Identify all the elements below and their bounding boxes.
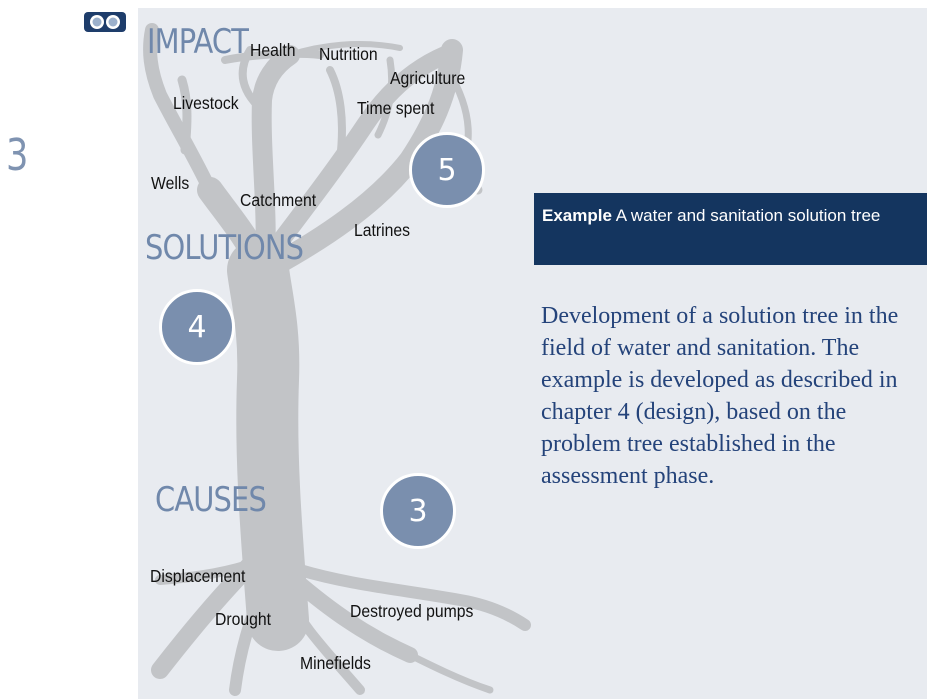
example-caption-box: Example A water and sanitation solution … (534, 193, 927, 265)
page-number: 3 (6, 130, 29, 181)
label-displacement: Displacement (150, 566, 246, 586)
trunk (227, 239, 309, 651)
badge-causes: 3 (380, 473, 456, 549)
label-time-spent: Time spent (357, 98, 435, 118)
label-catchment: Catchment (240, 190, 317, 210)
example-label: Example (542, 206, 612, 225)
solutions-heading: SOLUTIONS (145, 228, 304, 268)
badge-solutions: 4 (159, 289, 235, 365)
label-nutrition: Nutrition (319, 44, 378, 64)
impact-heading: IMPACT (147, 22, 249, 62)
label-health: Health (250, 40, 296, 60)
causes-heading: CAUSES (155, 480, 267, 520)
label-wells: Wells (151, 173, 190, 193)
label-drought: Drought (215, 609, 272, 629)
description-text: Development of a solution tree in the fi… (541, 303, 899, 489)
badge-impact: 5 (409, 132, 485, 208)
label-livestock: Livestock (173, 93, 239, 113)
label-destroyed-pumps: Destroyed pumps (350, 601, 474, 621)
example-title: A water and sanitation solution tree (615, 206, 881, 225)
binoculars-icon (84, 12, 126, 32)
label-latrines: Latrines (354, 220, 411, 240)
label-minefields: Minefields (300, 653, 371, 673)
label-agriculture: Agriculture (390, 68, 466, 88)
